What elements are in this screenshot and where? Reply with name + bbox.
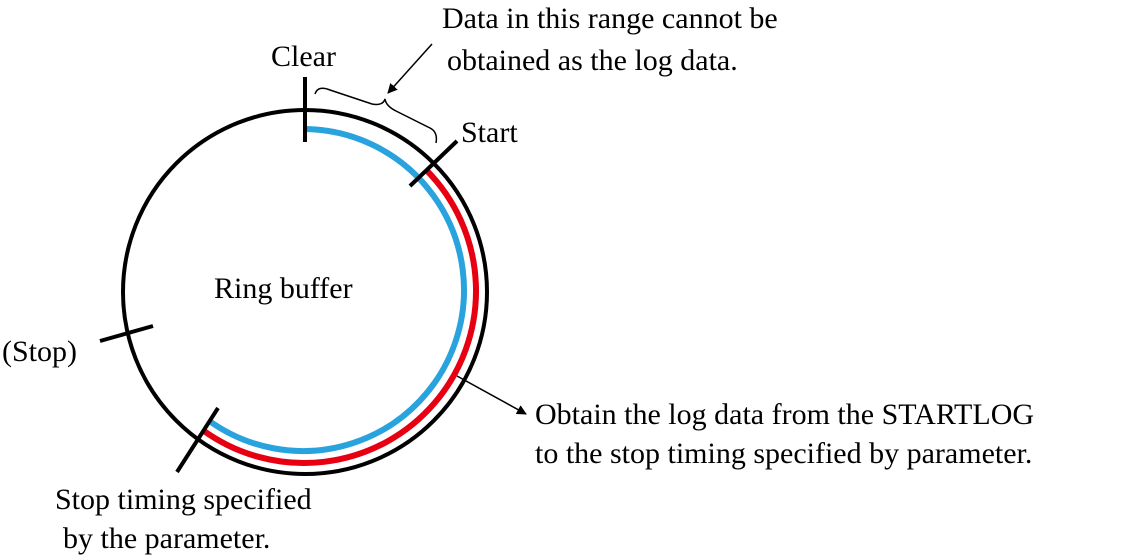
stop-timing-line2: by the parameter.: [63, 522, 270, 555]
obtain-note-line1: Obtain the log data from the STARTLOG: [535, 398, 1034, 431]
stop-tick: [99, 324, 154, 343]
obtain-arrow: [456, 375, 527, 415]
stop-timing-line1: Stop timing specified: [55, 483, 312, 516]
stop-label: (Stop): [2, 335, 77, 368]
range-brace: [314, 87, 438, 144]
obtain-note-line2: to the stop timing specified by paramete…: [535, 437, 1032, 470]
range-note-line2: obtained as the log data.: [447, 44, 738, 77]
obtained-log-arc: [201, 167, 479, 466]
start-label: Start: [461, 116, 518, 149]
start-tick: [408, 139, 459, 188]
range-note-line1: Data in this range cannot be: [442, 2, 778, 35]
buffered-data-arc: [206, 126, 467, 454]
range-note-arrow: [387, 43, 433, 94]
stop-timing-tick: [175, 406, 220, 474]
clear-label: Clear: [271, 40, 336, 73]
ring-buffer-label: Ring buffer: [214, 272, 353, 305]
